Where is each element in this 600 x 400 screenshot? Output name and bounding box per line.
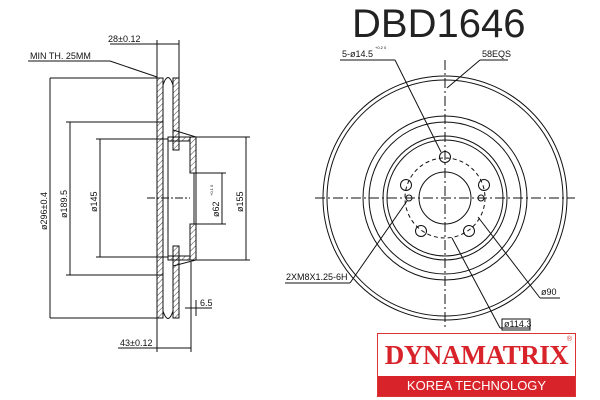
bolt-hole [478,179,490,191]
pcd-label: ø114.3 [504,319,531,329]
threaded-hole [405,194,413,202]
diameter-145-label: ø145 [89,191,99,212]
min-thickness-label: MIN TH. 25MM [30,51,91,61]
center-bore-tolerance: +0.1 0 [209,184,214,196]
bolt-holes-tolerance: +0.2 0 [375,45,387,50]
thickness-label: 28±0.12 [108,34,140,44]
side-view-section [28,40,250,352]
bolt-hole [439,151,451,163]
bolt-hole [463,225,475,237]
hat-diameter-label: ø155 [235,191,245,212]
logo-brand: DYNAMATRIX [384,340,569,370]
center-bore-label: ø62 [211,201,221,217]
hat-wall-label: 6.5 [200,298,213,308]
bolt-holes-label: 5-ø14.5 [342,49,373,59]
thread-label: 2XM8X1.25-6H [286,272,348,282]
outer-diameter-label: ø296±0.4 [39,192,49,230]
part-number-title: DBD1646 [352,2,526,46]
front-view [285,59,575,331]
diameter-90-label: ø90 [541,287,557,297]
angle-note-label: 58EQS [482,49,511,59]
registered-mark: ® [566,336,572,343]
bolt-holes [400,151,490,237]
total-height-label: 43±0.12 [120,338,152,348]
bolt-hole [400,179,412,191]
logo-tagline: KOREA TECHNOLOGY [378,376,575,396]
dynamatrix-logo: DYNAMATRIX ® KOREA TECHNOLOGY [377,333,576,397]
diameter-189-label: ø189.5 [59,190,69,218]
threaded-hole [477,194,485,202]
bolt-hole [415,225,427,237]
